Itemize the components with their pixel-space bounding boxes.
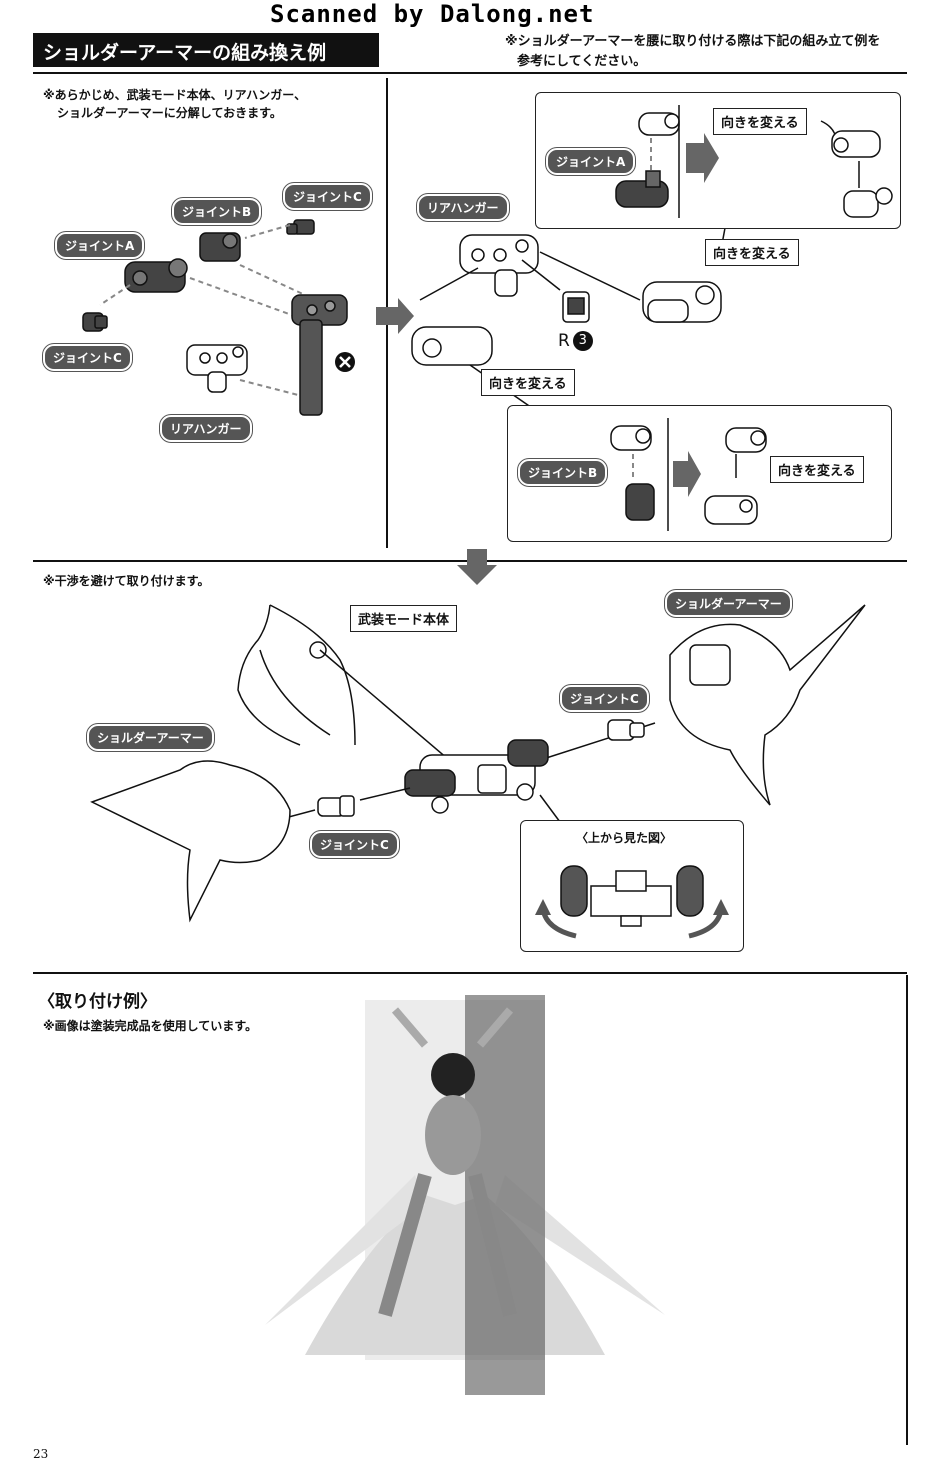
change-direction-label-2: 向きを変える: [705, 239, 799, 266]
part-r3-shape: [562, 291, 590, 323]
remove-mark: [335, 352, 355, 372]
step1-note: ※あらかじめ、武装モード本体、リアハンガー、 ショルダーアーマーに分解しておきま…: [43, 86, 306, 122]
arrow-joint-right: [539, 251, 641, 301]
detail-panel-joint-b: ジョイントB 向きを変える: [507, 405, 892, 542]
label-joint-c-left: ジョイントC: [310, 831, 399, 858]
joint-c-top-part: [286, 219, 315, 235]
scanner-watermark: Scanned by Dalong.net: [270, 0, 595, 28]
section-header: ショルダーアーマーの組み換え例: [33, 33, 379, 67]
example-title: 〈取り付け例〉: [38, 992, 157, 1012]
part-ref-number: 3: [572, 331, 593, 351]
top-view-title: 〈上から見た図〉: [576, 831, 673, 845]
step1-parts-diagram: [82, 219, 726, 416]
body-outline: [237, 604, 356, 746]
arrow-joint-a: [99, 284, 131, 306]
header-note: ※ショルダーアーマーを腰に取り付ける際は下記の組み立て例を 参考にしてください。: [505, 32, 915, 72]
arrow-a-to-body: [189, 277, 301, 319]
joint-a-flipped-part: [642, 281, 722, 323]
arrow-b-to-body: [239, 264, 306, 296]
label-shoulder-armor-left: ショルダーアーマー: [87, 724, 214, 751]
connector-to-top-view: [539, 794, 561, 823]
label-joint-c-bottom: ジョイントC: [43, 344, 132, 371]
example-note: ※画像は塗装完成品を使用しています。: [43, 1019, 258, 1033]
step-arrow-down: [457, 549, 497, 585]
page-edge-rule: [906, 975, 908, 1445]
arrow-hanger-to-body: [239, 379, 299, 396]
hanger-body-part: [291, 294, 348, 416]
label-rear-hanger: リアハンガー: [160, 415, 252, 442]
joint-c-bottom-part: [82, 312, 108, 332]
label-joint-b: ジョイントB: [172, 198, 262, 225]
change-direction-label-4: 向きを変える: [770, 456, 864, 483]
step1-note-line-2: ショルダーアーマーに分解しておきます。: [57, 106, 282, 120]
rear-hanger-part: [186, 344, 248, 393]
step3-note: ※干渉を避けて取り付けます。: [43, 574, 210, 588]
top-view-panel: 〈上から見た図〉: [520, 820, 744, 952]
label-joint-c-top: ジョイントC: [283, 183, 372, 210]
label-joint-a: ジョイントA: [55, 232, 145, 259]
header-note-line-2: 参考にしてください。: [517, 54, 647, 69]
page-title: ショルダーアーマーの組み換え例: [43, 42, 327, 64]
part-ref-letter: R: [558, 331, 570, 351]
arrow-from-left: [359, 787, 411, 801]
shoulder-armor-right-shape: [669, 604, 866, 806]
step-arrow-right: [376, 298, 414, 334]
arrow-to-body: [319, 649, 456, 766]
shoulder-armor-left-shape: [90, 760, 291, 923]
label-rear-hanger-step2: リアハンガー: [417, 194, 509, 221]
label-joint-c-right: ジョイントC: [560, 685, 649, 712]
joint-b-flipped-part: [411, 326, 493, 366]
top-view-diagram: [535, 865, 729, 939]
label-joint-b-detail: ジョイントB: [518, 459, 608, 486]
joint-b-detail-diagram: [610, 418, 767, 531]
label-shoulder-armor-right: ショルダーアーマー: [665, 590, 792, 617]
joint-c-right-part: [607, 719, 645, 741]
joint-a-detail-diagram: [615, 105, 893, 218]
header-note-line-1: ※ショルダーアーマーを腰に取り付ける際は下記の組み立て例を: [505, 34, 881, 49]
joint-b-part: [199, 232, 241, 262]
joint-a-part: [124, 258, 188, 293]
section-rule-3: [33, 972, 907, 974]
arrow-r3: [521, 259, 561, 291]
detail-panel-joint-a: ジョイントA 向きを変える: [535, 92, 901, 229]
change-direction-label-1: 向きを変える: [713, 108, 807, 135]
page-number: 23: [33, 1447, 49, 1461]
step3-assembly-diagram: [90, 604, 866, 923]
arrow-joint-c-to-b: [244, 224, 291, 239]
figure-photo: [265, 995, 665, 1395]
center-assembly: [404, 739, 549, 814]
label-body: 武装モード本体: [350, 605, 458, 632]
joint-c-left-part: [317, 795, 355, 817]
header-rule: [33, 72, 907, 74]
label-joint-a-detail: ジョイントA: [546, 148, 636, 175]
step1-note-line-1: ※あらかじめ、武装モード本体、リアハンガー、: [43, 88, 307, 102]
arrow-joint-left: [419, 267, 479, 301]
rear-hanger-assembly: [459, 234, 539, 297]
change-direction-label-3: 向きを変える: [481, 369, 575, 396]
